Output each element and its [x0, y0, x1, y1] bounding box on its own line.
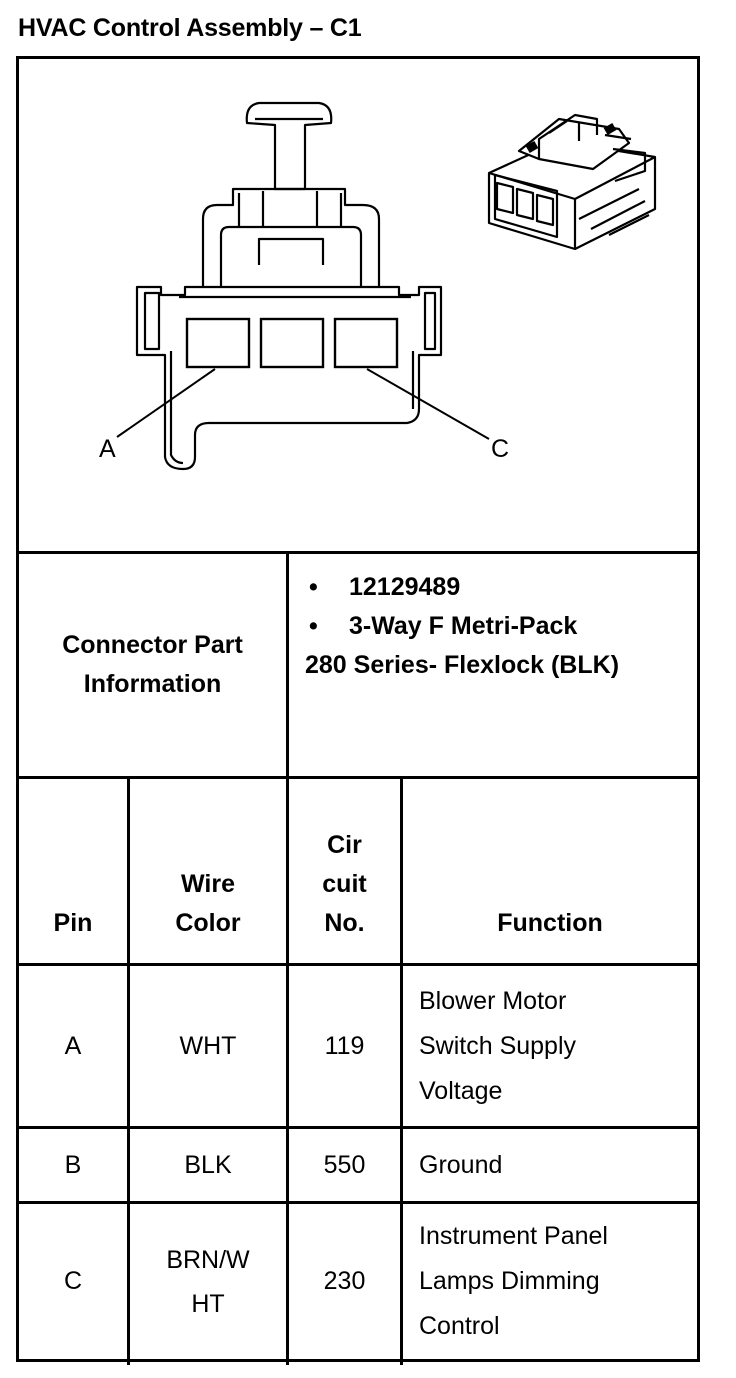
row-b-function: Ground [419, 1150, 503, 1179]
row-c-pin: C [63, 1267, 83, 1295]
cavity-c [333, 317, 399, 369]
cavity-a [185, 317, 251, 369]
header-circuit-no: Cir cuit No. [322, 831, 367, 937]
bullet-icon: • [309, 612, 318, 640]
header-function: Function [497, 909, 603, 937]
connector-latch [245, 101, 333, 191]
pin-label-c: C [491, 435, 509, 463]
connector-description-line1: 3-Way F Metri-Pack [349, 612, 578, 640]
connector-isometric-view [487, 113, 657, 251]
pin-label-a: A [99, 435, 116, 463]
row-c-function: Instrument Panel Lamps Dimming Control [419, 1222, 608, 1340]
row-b-pin: B [64, 1150, 82, 1179]
connector-table: A C Connector Part Information • 12129489 [16, 56, 700, 1365]
leader-line-a [116, 368, 216, 438]
row-a-pin: A [64, 1031, 82, 1060]
row-a-circuit: 119 [324, 1031, 365, 1060]
connector-upper-body [201, 187, 381, 287]
bullet-icon: • [309, 573, 318, 601]
leader-line-c [366, 368, 490, 440]
connector-info-label: Connector Part Information [19, 554, 286, 776]
row-c-wire-color: BRN/W HT [166, 1245, 250, 1318]
connector-housing [135, 285, 443, 471]
connector-face-diagram: A C [99, 101, 657, 471]
row-b-circuit: 550 [323, 1150, 366, 1179]
header-pin: Pin [53, 909, 93, 937]
row-a-wire-color: WHT [179, 1031, 237, 1060]
row-b-wire-color: BLK [184, 1150, 232, 1179]
cavity-b [259, 317, 325, 369]
part-number: 12129489 [349, 573, 461, 601]
connector-info-label-line2: Information [83, 670, 222, 698]
page-title: HVAC Control Assembly – C1 [18, 14, 362, 42]
row-c-circuit: 230 [323, 1267, 366, 1295]
header-wire-color: Wire Color [175, 870, 241, 937]
row-a-function: Blower Motor Switch Supply Voltage [419, 986, 577, 1105]
connector-info-label-line1: Connector Part [62, 631, 243, 659]
connector-description-line2: 280 Series- Flexlock (BLK) [305, 651, 620, 679]
connector-info-details: • 12129489 • 3-Way F Metri-Pack 280 Series… [289, 554, 697, 776]
